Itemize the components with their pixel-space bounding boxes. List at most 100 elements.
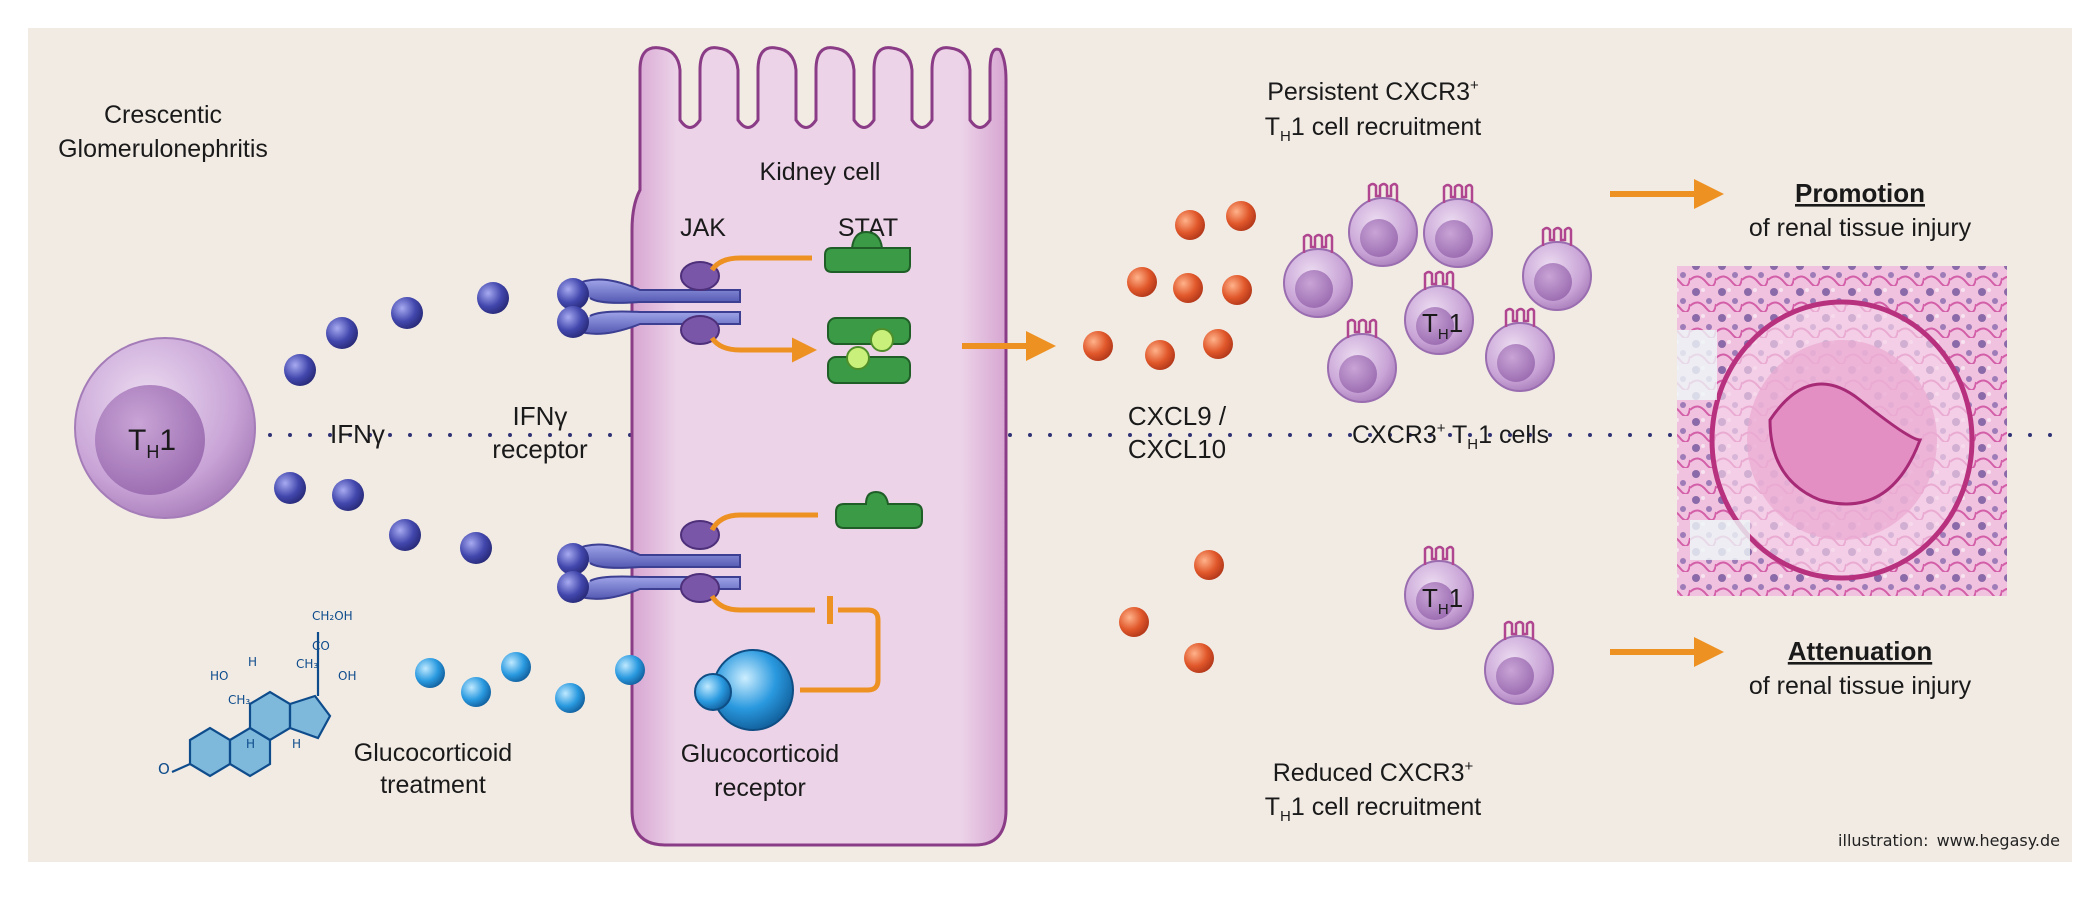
ifng-receptor-label-line2: receptor (492, 434, 588, 464)
th1-small-cell-label: TH1 (1422, 583, 1463, 618)
disease-title-line2: Glomerulonephritis (58, 135, 268, 163)
disease-title-line1: Crescentic (104, 101, 222, 129)
steroid-co: CO (312, 639, 330, 653)
th1-small-cell (1348, 182, 1418, 267)
svg-text:TH1: TH1 (128, 424, 176, 462)
chemokine-dot (1222, 275, 1252, 305)
ifng-receptor-lower (557, 520, 741, 603)
steroid-ch2oh: CH₂OH (312, 609, 353, 623)
chemokine-dot (1203, 329, 1233, 359)
jak-stat-inhibited-lower (709, 594, 815, 613)
ifng-receptor-upper (557, 261, 741, 345)
jak-upper-top (680, 261, 720, 291)
glucocorticoid-dot (415, 658, 445, 688)
ifng-dot (274, 472, 306, 504)
th1-small-cell: TH1 (1404, 270, 1474, 355)
cxcr3-receptor-icon (1302, 233, 1334, 253)
cxcr3-receptor-icon (1503, 620, 1535, 640)
ifng-dots (274, 282, 509, 564)
stat-inactive-upper (824, 230, 912, 273)
jak-stat-line-lower (709, 512, 818, 532)
steroid-h3: H (292, 737, 301, 751)
glucocorticoid-dots (415, 652, 645, 713)
ifng-dot (477, 282, 509, 314)
chemokine-dot (1173, 273, 1203, 303)
jak-stat-line-upper (709, 255, 812, 272)
stat-inactive-lower (835, 490, 923, 529)
steroid-h2: H (246, 737, 255, 751)
steroid-h1: H (248, 655, 257, 669)
chemokine-dot (1184, 643, 1214, 673)
promotion-title: Promotion (1795, 178, 1925, 208)
ifng-dot (284, 354, 316, 386)
th1-small-cell (1522, 226, 1592, 311)
steroid-o: O (158, 760, 170, 778)
th1-small-cell: TH1 (1404, 545, 1474, 630)
chemokine-label-line1: CXCL9 / (1128, 401, 1227, 431)
jak-label: JAK (680, 214, 726, 242)
chemokine-dot (1083, 331, 1113, 361)
jak-upper-bottom (680, 315, 720, 345)
cxcr3-receptor-icon (1346, 318, 1378, 338)
steroid-oh: OH (338, 669, 356, 683)
steroid-structure-icon (171, 632, 332, 778)
gr-label-line1: Glucocorticoid (681, 740, 839, 768)
cxcr3-receptor-icon (1541, 226, 1573, 246)
attenuation-subtitle: of renal tissue injury (1749, 672, 1972, 700)
th1-small-cell (1327, 318, 1397, 403)
ifng-dot (389, 519, 421, 551)
kidney-cell-label: Kidney cell (760, 158, 881, 186)
cxcr3-th1-cells-label: CXCR3+ TH1 cells (1352, 420, 1549, 453)
glucocorticoid-dot (555, 683, 585, 713)
gr-inhibition-line (800, 607, 881, 693)
th1-small-cell (1485, 307, 1555, 392)
glucocorticoid-receptor-shape (694, 649, 794, 731)
steroid-ch3a: CH₃ (228, 693, 250, 707)
steroid-ho: HO (210, 669, 228, 683)
stat-active-dimer (827, 317, 911, 384)
illustration-credit: illustration:www.hegasy.de (1838, 831, 2060, 850)
chemokines-lower (1119, 550, 1224, 673)
th1-cell-large: TH1 (74, 337, 256, 519)
glucocorticoid-dot (461, 677, 491, 707)
cxcr3-receptor-icon (1423, 270, 1455, 290)
cxcr3-receptor-icon (1442, 183, 1474, 203)
ifng-dot (460, 532, 492, 564)
jak-stat-arrow-upper (709, 336, 817, 363)
persistent-label-line2: TH1 cell recruitment (1265, 113, 1482, 145)
kidney-cell-body (630, 46, 1008, 847)
chemokine-dot (1194, 550, 1224, 580)
th1-small-cell (1484, 620, 1554, 705)
cxcr3-receptor-icon (1504, 307, 1536, 327)
histology-image (1677, 266, 2007, 596)
attenuation-title: Attenuation (1788, 636, 1932, 666)
promotion-subtitle: of renal tissue injury (1749, 214, 1972, 242)
th1-small-cell (1423, 183, 1493, 268)
gr-label-line2: receptor (714, 774, 806, 802)
glucocorticoid-dot (501, 652, 531, 682)
cxcr3-receptor-icon (1423, 545, 1455, 565)
ifng-dot (332, 479, 364, 511)
th1-small-cell (1283, 233, 1353, 318)
th1-small-cell-label: TH1 (1422, 308, 1463, 343)
chemokine-dot (1226, 201, 1256, 231)
ifng-dot (391, 297, 423, 329)
jak-lower-top (680, 520, 720, 550)
ifng-dot (326, 317, 358, 349)
glucocorticoid-dot (615, 655, 645, 685)
chemokine-label-line2: CXCL10 (1128, 434, 1226, 464)
gc-treatment-line2: treatment (380, 771, 486, 799)
reduced-label-line2: TH1 cell recruitment (1265, 793, 1482, 825)
chemokine-dot (1127, 267, 1157, 297)
chemokines-upper (1083, 201, 1256, 370)
chemokine-dot (1145, 340, 1175, 370)
jak-lower-bottom (680, 573, 720, 603)
cxcr3-receptor-icon (1367, 182, 1399, 202)
steroid-ch3b: CH₃ (296, 657, 318, 671)
ifng-label: IFNγ (330, 419, 385, 449)
gc-treatment-line1: Glucocorticoid (354, 739, 512, 767)
persistent-label-line1: Persistent CXCR3+ (1267, 77, 1479, 106)
chemokine-dot (1175, 210, 1205, 240)
